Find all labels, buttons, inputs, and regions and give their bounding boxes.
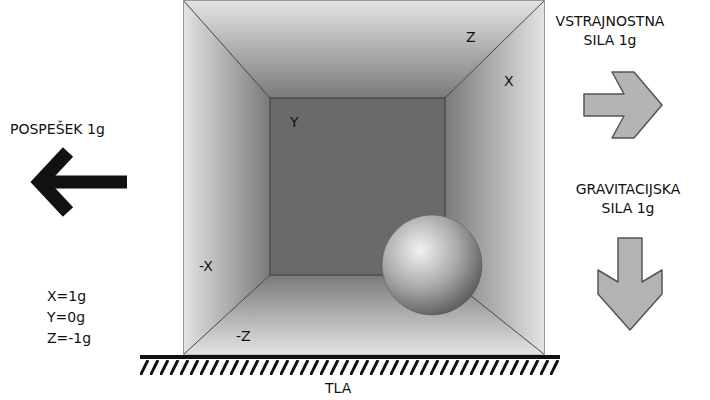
axis-label: -X <box>199 257 213 276</box>
ground <box>140 357 560 375</box>
gravity-label: GRAVITACIJSKA SILA 1g <box>560 180 696 218</box>
acceleration-arrow <box>40 152 127 212</box>
acceleration-label: POSPEŠEK 1g <box>10 120 105 139</box>
ground-label: TLA <box>325 379 351 398</box>
inertial-force-label: VSTRAJNOSTNA SILA 1g <box>545 12 675 50</box>
reading-value: Y=0g <box>47 308 85 327</box>
reading-value: X=1g <box>47 287 86 306</box>
axis-label: Y <box>290 113 299 132</box>
gravity-arrow <box>598 238 662 330</box>
axis-label: X <box>504 72 514 91</box>
inertial-force-arrow <box>584 72 662 138</box>
axis-label: -Z <box>236 327 251 346</box>
axis-label: Z <box>466 28 476 47</box>
reading-value: Z=-1g <box>47 329 91 348</box>
ball <box>382 215 482 315</box>
box <box>183 0 545 355</box>
